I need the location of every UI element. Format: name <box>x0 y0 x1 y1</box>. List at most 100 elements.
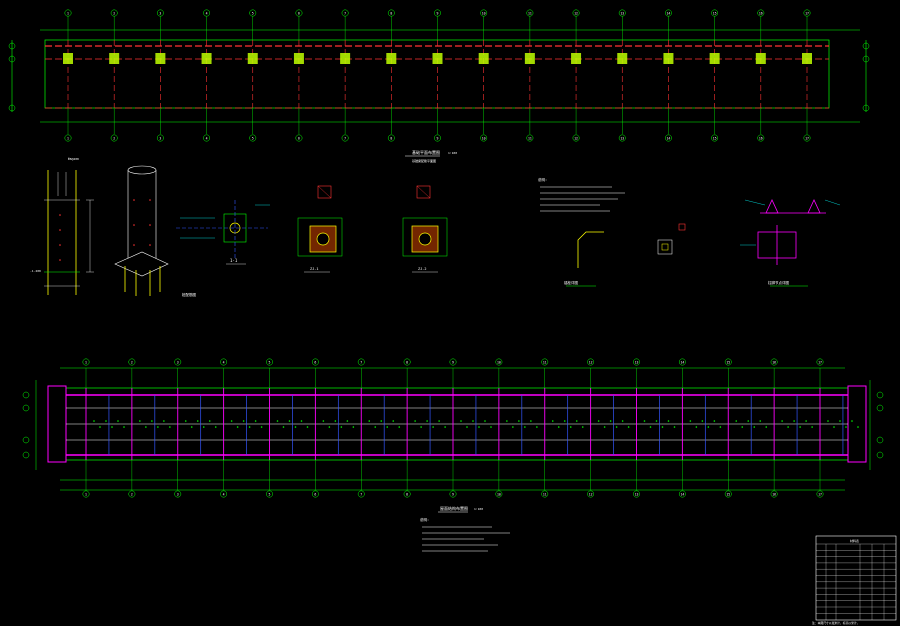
footing-14 <box>663 53 674 64</box>
axis-label-top-bottom-9: 9 <box>437 136 439 140</box>
axis-label-top-bottom-6: 6 <box>298 136 300 140</box>
column-detail-label: 柱脚节点详图 <box>768 280 789 285</box>
axis-label-top-5: 5 <box>252 11 254 15</box>
table-title: 材料表 <box>850 538 859 543</box>
axis-label-top-17: 17 <box>805 11 809 15</box>
axis-label-bottom-15: 15 <box>726 360 730 364</box>
axis-label-bottom-13: 13 <box>635 360 639 364</box>
axis-label-bottom-2: 2 <box>131 360 133 364</box>
svg-text:1:100: 1:100 <box>474 507 483 511</box>
axis-label-bottom-bottom-8: 8 <box>406 492 408 496</box>
footing-2 <box>109 53 120 64</box>
bottom-plan-title: 屋面结构布置图 1:100 <box>438 505 483 513</box>
axis-label-bottom-11: 11 <box>543 360 547 364</box>
svg-text:Φ8@200: Φ8@200 <box>68 157 79 161</box>
material-table: 材料表 注：本图尺寸以毫米计，标高以米计。 <box>812 535 897 625</box>
axis-label-bottom-7: 7 <box>360 360 362 364</box>
axis-label-top-11: 11 <box>528 11 532 15</box>
axis-label-top-4: 4 <box>206 11 208 15</box>
svg-text:说明:: 说明: <box>538 177 547 182</box>
bottom-notes: 说明: <box>420 517 510 552</box>
axis-label-top-bottom-13: 13 <box>620 136 624 140</box>
section-label: 1-1 <box>230 258 238 263</box>
axis-label-bottom-8: 8 <box>406 360 408 364</box>
footing-8 <box>386 53 397 64</box>
axis-label-bottom-bottom-12: 12 <box>589 492 593 496</box>
axis-label-top-bottom-4: 4 <box>206 136 208 140</box>
pile-3d-view: 桩配筋图 <box>114 165 196 297</box>
section-1-1-detail: 1-1 <box>176 200 270 265</box>
footing-5 <box>247 53 258 64</box>
axis-label-bottom-14: 14 <box>680 360 684 364</box>
axis-label-top-7: 7 <box>344 11 346 15</box>
axis-label-bottom-bottom-7: 7 <box>360 492 362 496</box>
axis-label-bottom-4: 4 <box>223 360 225 364</box>
axis-label-top-bottom-1: 1 <box>67 136 69 140</box>
footing-3 <box>155 53 166 64</box>
axis-label-bottom-1: 1 <box>85 360 87 364</box>
svg-text:说明:: 说明: <box>420 517 429 522</box>
axis-label-bottom-bottom-9: 9 <box>452 492 454 496</box>
column-base-node-detail: 柱脚节点详图 <box>740 199 841 287</box>
zj2-footing-detail: ZJ-2 <box>402 185 448 273</box>
svg-text:基础梁配筋平面图: 基础梁配筋平面图 <box>412 158 436 163</box>
bottom-plan-title-text: 屋面结构布置图 <box>440 505 468 511</box>
axis-label-top-bottom-11: 11 <box>528 136 532 140</box>
footing-15 <box>709 53 720 64</box>
axis-label-bottom-17: 17 <box>818 360 822 364</box>
axis-label-bottom-bottom-17: 17 <box>818 492 822 496</box>
axis-label-top-bottom-12: 12 <box>574 136 578 140</box>
footing-9 <box>432 53 443 64</box>
axis-label-bottom-5: 5 <box>269 360 271 364</box>
axis-label-top-12: 12 <box>574 11 578 15</box>
axis-label-bottom-12: 12 <box>589 360 593 364</box>
table-footer: 注：本图尺寸以毫米计，标高以米计。 <box>812 621 860 625</box>
pile-label: 桩配筋图 <box>182 292 196 297</box>
axis-label-top-bottom-14: 14 <box>667 136 671 140</box>
axis-label-bottom-bottom-14: 14 <box>680 492 684 496</box>
axis-label-top-bottom-16: 16 <box>759 136 763 140</box>
footing-4 <box>201 53 212 64</box>
axis-label-bottom-bottom-6: 6 <box>314 492 316 496</box>
axis-label-top-13: 13 <box>620 11 624 15</box>
axis-label-top-bottom-17: 17 <box>805 136 809 140</box>
detail-notes: 说明: 锚栓详图 <box>538 177 686 287</box>
footing-16 <box>755 53 766 64</box>
top-plan-title: 基础平面布置图 1:100 基础梁配筋平面图 <box>405 149 457 163</box>
axis-label-bottom-bottom-4: 4 <box>223 492 225 496</box>
axis-label-top-bottom-3: 3 <box>159 136 161 140</box>
axis-label-top-3: 3 <box>159 11 161 15</box>
axis-label-bottom-bottom-10: 10 <box>497 492 501 496</box>
footing-11 <box>524 53 535 64</box>
axis-label-bottom-3: 3 <box>177 360 179 364</box>
zj2-label: ZJ-2 <box>418 267 426 271</box>
footing-17 <box>802 53 812 64</box>
bottom-roof-plan: 1122334455667788991010111112121313141415… <box>22 358 884 498</box>
footing-6 <box>293 53 304 64</box>
axis-label-bottom-9: 9 <box>452 360 454 364</box>
footing-7 <box>340 53 351 64</box>
axis-label-bottom-bottom-13: 13 <box>635 492 639 496</box>
anchor-detail-label: 锚栓详图 <box>564 280 578 285</box>
axis-label-top-bottom-7: 7 <box>344 136 346 140</box>
axis-label-bottom-bottom-16: 16 <box>772 492 776 496</box>
zj1-footing-detail: ZJ-1 <box>297 185 343 273</box>
footing-13 <box>617 53 628 64</box>
axis-label-bottom-bottom-5: 5 <box>269 492 271 496</box>
axis-label-bottom-bottom-15: 15 <box>726 492 730 496</box>
axis-label-top-6: 6 <box>298 11 300 15</box>
axis-label-top-bottom-15: 15 <box>713 136 717 140</box>
footing-10 <box>478 53 489 64</box>
svg-text:-1.200: -1.200 <box>30 269 41 273</box>
footing-1 <box>63 53 73 64</box>
axis-label-top-8: 8 <box>390 11 392 15</box>
axis-label-top-1: 1 <box>67 11 69 15</box>
axis-label-bottom-bottom-3: 3 <box>177 492 179 496</box>
axis-label-top-14: 14 <box>667 11 671 15</box>
axis-label-bottom-bottom-1: 1 <box>85 492 87 496</box>
axis-label-bottom-16: 16 <box>772 360 776 364</box>
zj1-label: ZJ-1 <box>310 267 318 271</box>
axis-label-top-bottom-8: 8 <box>390 136 392 140</box>
footing-12 <box>571 53 582 64</box>
